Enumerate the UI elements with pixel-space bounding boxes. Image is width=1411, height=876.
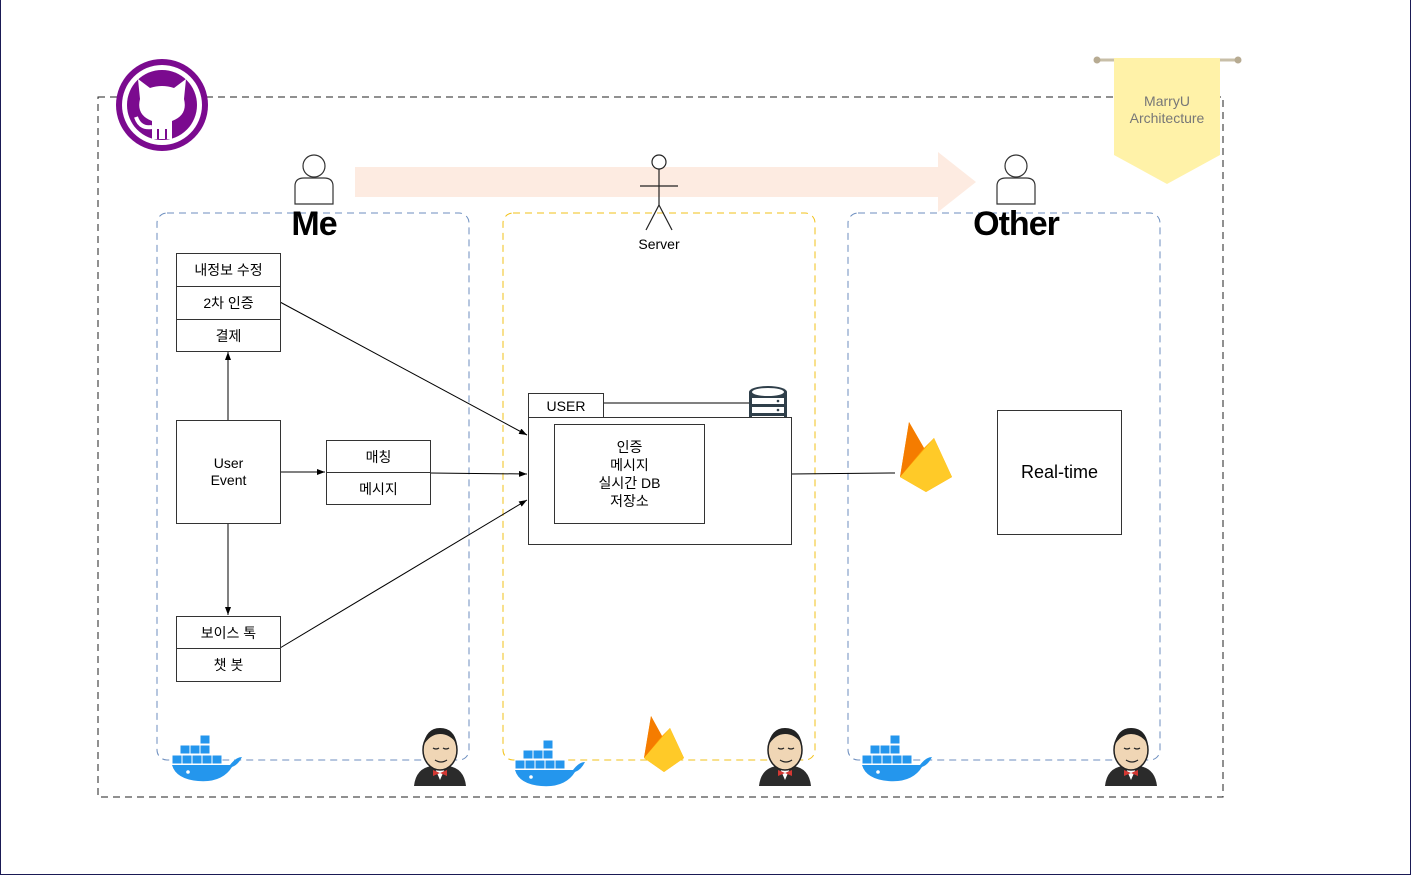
- actor-label-server: Server: [638, 236, 680, 252]
- zone-other: [847, 212, 1161, 761]
- voice-chat-list: 보이스 톡 챗 봇: [176, 616, 281, 682]
- github-icon: [116, 59, 208, 151]
- user-event-box[interactable]: User Event: [176, 420, 281, 524]
- user-event-line-2: Event: [210, 472, 247, 488]
- firebase-icon-large: [900, 422, 952, 492]
- user-tab[interactable]: USER: [528, 393, 604, 418]
- list-item-matching[interactable]: 매칭: [327, 441, 430, 473]
- list-item-2fa[interactable]: 2차 인증: [177, 287, 280, 320]
- actor-label-me: Me: [291, 205, 337, 243]
- banner: [1093, 56, 1242, 184]
- banner-line-2: Architecture: [1129, 110, 1205, 126]
- connector-db-to-firebase: [790, 472, 896, 475]
- person-icon-other: [996, 154, 1036, 205]
- user-db-line-realtime-db: 실시간 DB: [598, 475, 661, 491]
- list-item-voice-talk[interactable]: 보이스 톡: [177, 617, 280, 649]
- firebase-icon-small: [644, 716, 684, 772]
- jenkins-icon-server: [759, 728, 811, 786]
- user-db-line-storage: 저장소: [610, 493, 649, 509]
- flow-arrow: [355, 152, 976, 212]
- connector-voice-to-db: [279, 499, 528, 649]
- user-db-line-auth: 인증: [616, 439, 643, 455]
- connector-auth-to-db: [279, 301, 528, 436]
- list-item-message[interactable]: 메시지: [359, 480, 398, 497]
- connector-match-to-db: [429, 470, 528, 477]
- docker-icon-other: [861, 734, 932, 782]
- outer-boundary: [97, 96, 1224, 798]
- realtime-box[interactable]: Real-time: [997, 410, 1122, 535]
- person-icon-me: [294, 154, 334, 205]
- list-item-chatbot[interactable]: 챗 봇: [213, 657, 244, 673]
- profile-menu-list: 내정보 수정 2차 인증 결제: [176, 253, 281, 352]
- list-item-profile-edit[interactable]: 내정보 수정: [177, 254, 280, 287]
- list-item-payment[interactable]: 결제: [215, 328, 242, 344]
- match-message-list: 매칭 메시지: [326, 440, 431, 505]
- server-actor-icon: [640, 154, 678, 231]
- actor-label-other: Other: [973, 205, 1060, 243]
- banner-line-1: MarryU: [1144, 93, 1190, 109]
- jenkins-icon-other: [1105, 728, 1157, 786]
- banner-label: MarryU Architecture: [1114, 93, 1220, 127]
- jenkins-icon-me: [414, 728, 466, 786]
- zone-me: [156, 212, 470, 761]
- docker-icon-me: [171, 734, 242, 782]
- user-event-line-1: User: [213, 455, 244, 471]
- docker-icon-server: [514, 739, 585, 787]
- user-db-content: 인증 메시지 실시간 DB 저장소: [554, 424, 705, 524]
- user-db-line-message: 메시지: [610, 457, 649, 473]
